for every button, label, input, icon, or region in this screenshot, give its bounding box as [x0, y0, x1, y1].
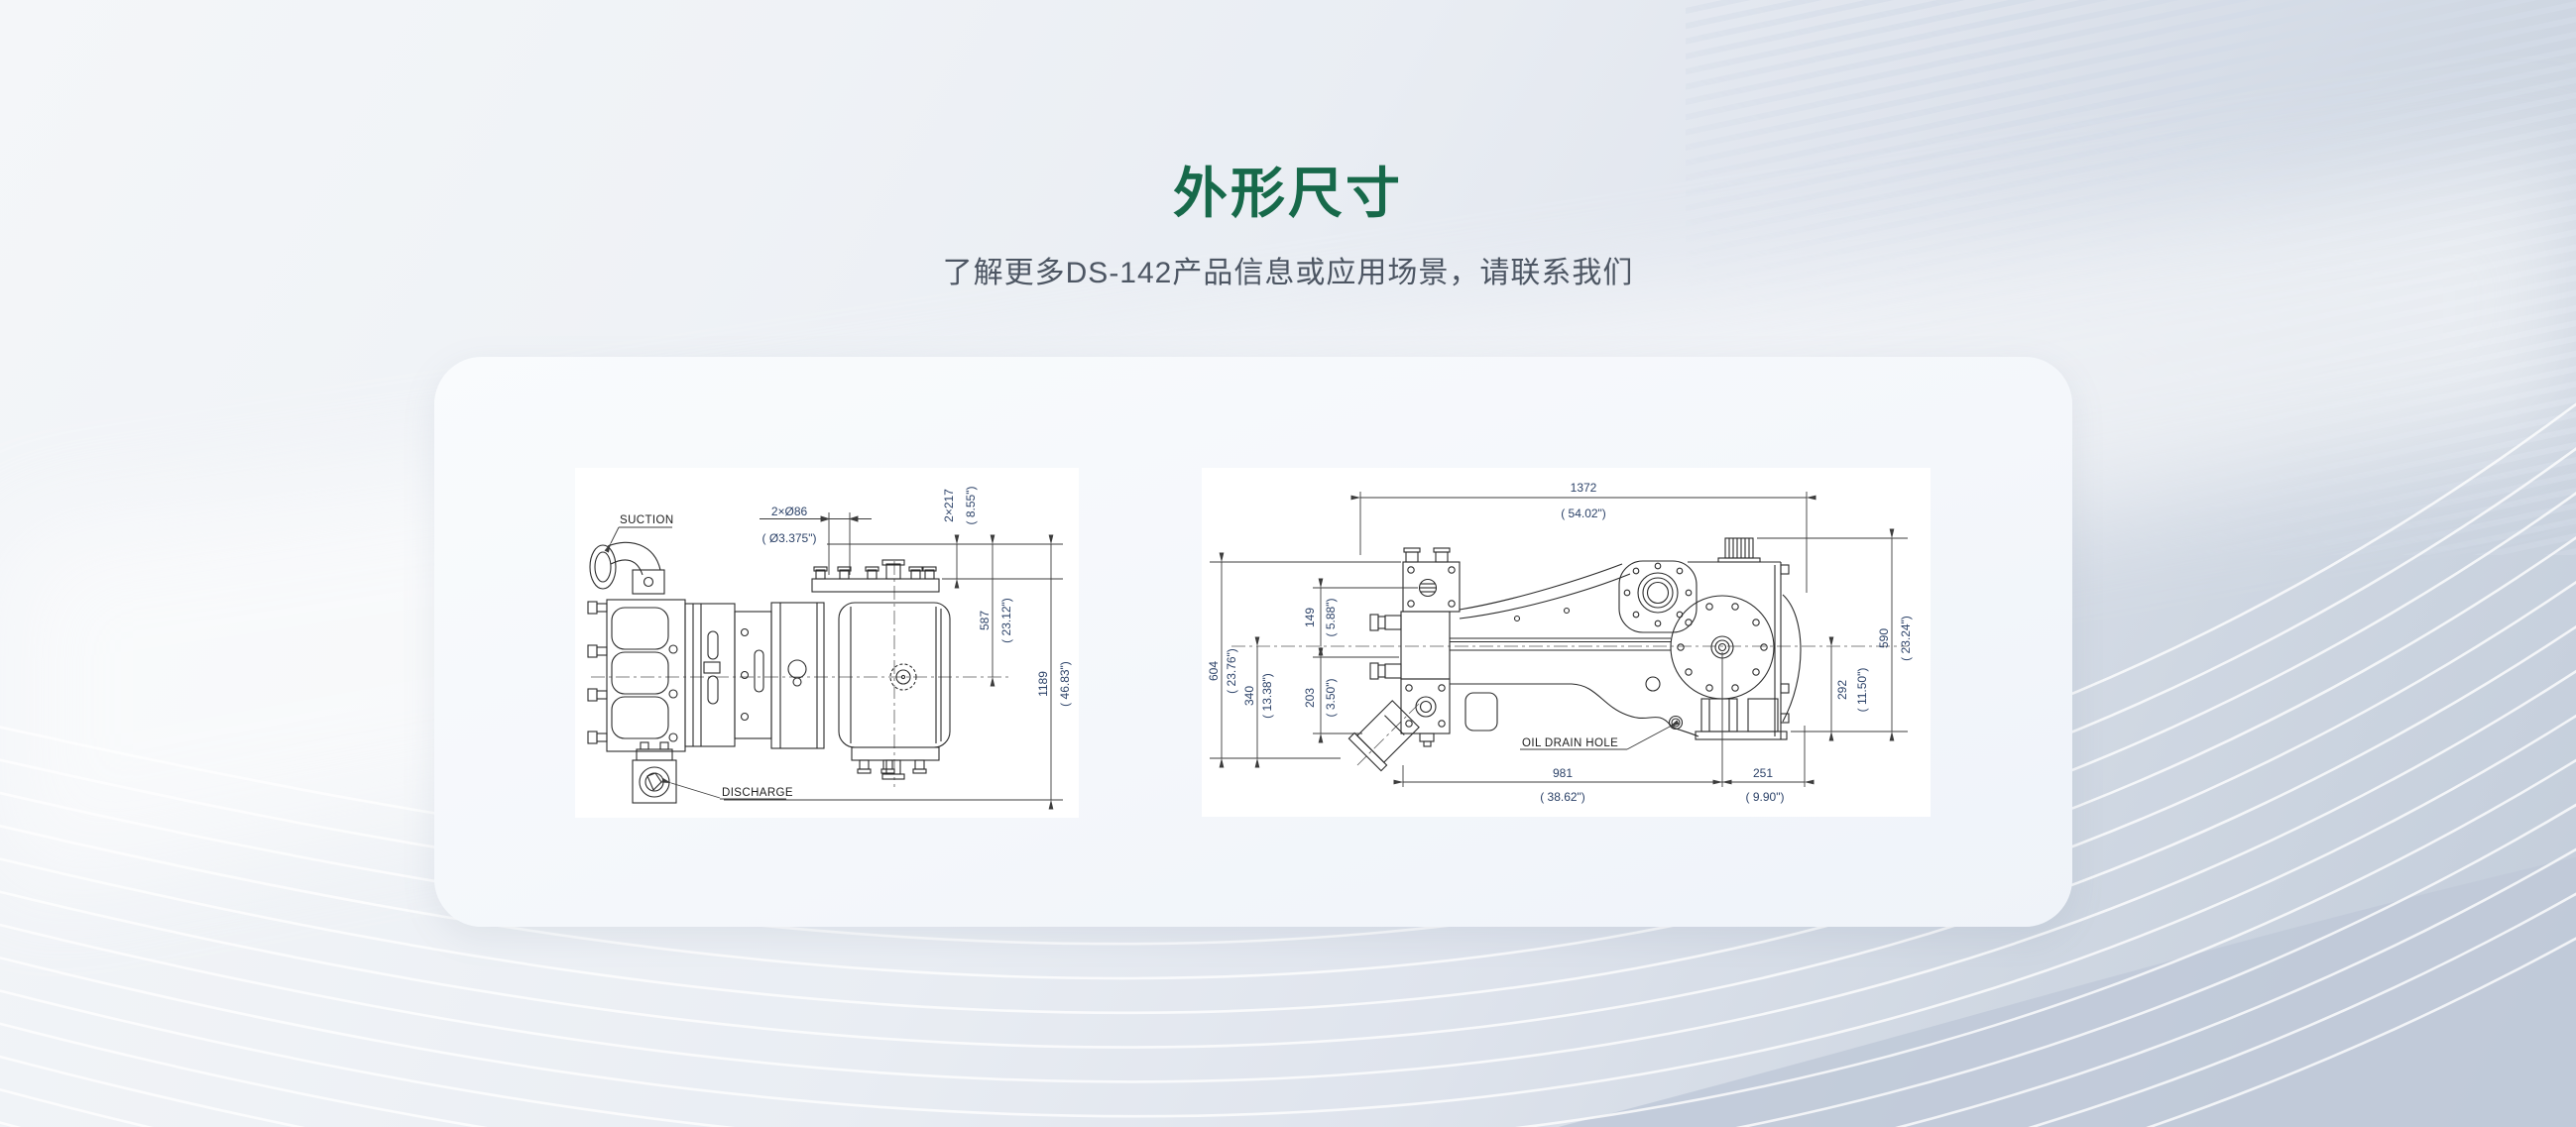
top-view-dimension-lines — [604, 512, 1063, 810]
side-view-dimension-lines — [1210, 492, 1908, 787]
dim-overall-width-in: ( 46.83") — [1058, 661, 1072, 707]
dim-overall-length-in: ( 54.02") — [1561, 507, 1606, 520]
dim-right-height-mm: 590 — [1877, 628, 1891, 648]
pump-side-view-outline — [1347, 537, 1802, 772]
dim-head-port-offset-mm: 149 — [1303, 608, 1317, 627]
dim-overall-length-mm: 1372 — [1571, 481, 1597, 495]
pump-side-view-drawing: OIL DRAIN HOLE 1372 ( 54.02") 604 ( 23.7… — [1207, 481, 1913, 804]
dim-head-port-offset-in: ( 5.88") — [1324, 599, 1338, 637]
dim-overall-width-mm: 1189 — [1036, 671, 1050, 697]
dim-shaft-height-in: ( 11.50") — [1855, 668, 1869, 713]
dim-head-to-shaft-in: ( 38.62") — [1540, 790, 1585, 804]
dim-suction-offset-mm: 203 — [1303, 688, 1317, 708]
centerlines — [591, 561, 1009, 787]
dim-ports-mm: 2×Ø86 — [771, 505, 808, 518]
dim-overall-height-in: ( 23.76") — [1225, 648, 1238, 694]
dim-port-offset-mm: 2×217 — [942, 489, 956, 522]
pump-top-view-figure: SUCTION DISCHARGE 2×Ø86 ( Ø3.375") 2×217… — [575, 468, 1079, 818]
suction-label: SUCTION — [620, 514, 674, 526]
dim-ports-in: ( Ø3.375") — [762, 531, 817, 545]
dim-overall-height-mm: 604 — [1207, 661, 1221, 681]
centerlines — [1231, 645, 1908, 766]
dim-center-width-mm: 587 — [978, 611, 992, 630]
dim-right-height-in: ( 23.24") — [1899, 616, 1913, 661]
oil-drain-hole-label: OIL DRAIN HOLE — [1522, 737, 1618, 749]
dim-shaft-to-end-mm: 251 — [1753, 766, 1773, 780]
page-title: 外形尺寸 — [1172, 163, 1403, 224]
page-subtitle: 了解更多DS-142产品信息或应用场景，请联系我们 — [942, 257, 1634, 289]
pump-side-view-figure: OIL DRAIN HOLE 1372 ( 54.02") 604 ( 23.7… — [1202, 468, 1931, 817]
dim-center-width-in: ( 23.12") — [999, 598, 1013, 643]
ribbon-curves-decoration — [0, 402, 2576, 1127]
pump-top-view-drawing: SUCTION DISCHARGE 2×Ø86 ( Ø3.375") 2×217… — [587, 487, 1072, 810]
dim-suction-offset-in: ( 3.50") — [1324, 679, 1338, 718]
bottom-right-sweep-decoration — [1558, 856, 2576, 1127]
discharge-label: DISCHARGE — [722, 787, 793, 799]
dim-port-offset-in: ( 8.55") — [964, 487, 978, 525]
dim-head-to-shaft-mm: 981 — [1553, 766, 1573, 780]
dim-center-to-base-mm: 340 — [1242, 686, 1256, 706]
dim-center-to-base-in: ( 13.38") — [1260, 673, 1274, 719]
dim-shaft-height-mm: 292 — [1835, 680, 1849, 700]
pump-top-view-outline — [587, 541, 951, 804]
dim-shaft-to-end-in: ( 9.90") — [1746, 790, 1785, 804]
